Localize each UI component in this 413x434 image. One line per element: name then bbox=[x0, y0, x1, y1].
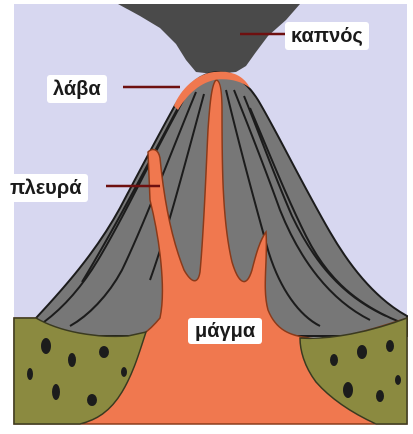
smoke-label: καπνός bbox=[285, 22, 369, 50]
lava-label: λάβα bbox=[47, 75, 107, 103]
flank-label: πλευρά bbox=[4, 174, 88, 202]
magma-label: μάγμα bbox=[188, 318, 262, 344]
